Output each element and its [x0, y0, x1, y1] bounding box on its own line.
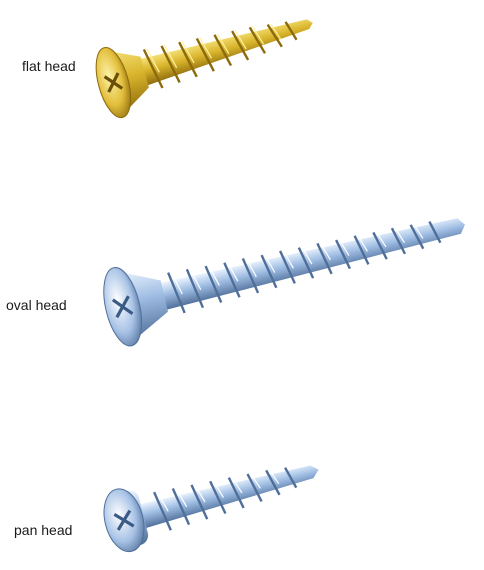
pan-head-screw-icon: [98, 441, 327, 556]
oval-head-screw-icon: [97, 189, 475, 350]
flat-head-screw-icon: [90, 0, 324, 121]
